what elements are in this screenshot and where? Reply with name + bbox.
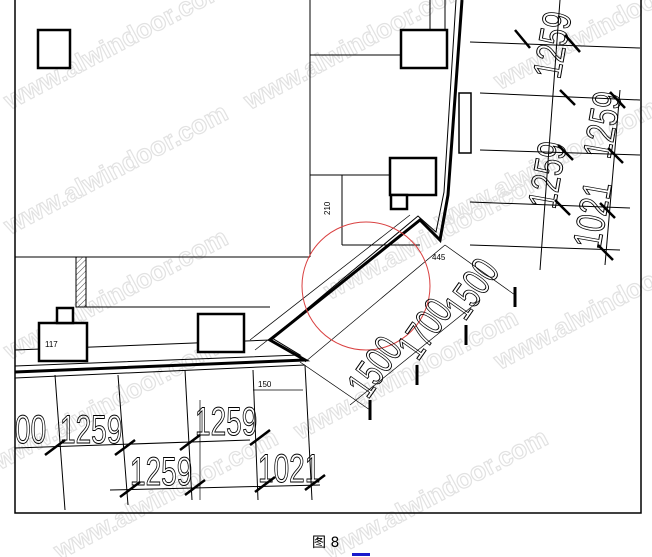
watermark: www.alwindoor.com <box>488 232 652 376</box>
watermark: www.alwindoor.com <box>0 97 233 241</box>
dimension-label: 1259 <box>520 138 575 211</box>
highlight-circle <box>301 221 431 351</box>
right-dimension-lines <box>469 0 641 271</box>
watermark: www.alwindoor.com <box>0 0 233 116</box>
dimension-label: 1259 <box>195 400 257 444</box>
small-dimension: 117 <box>45 340 58 349</box>
dimension-label: 1259 <box>575 88 630 161</box>
dimension-label: 1259 <box>525 8 580 81</box>
small-dimension: 150 <box>258 380 272 389</box>
dimension-label: 1259 <box>130 450 192 494</box>
small-dimension: 210 <box>323 201 332 215</box>
watermark: www.alwindoor.com <box>318 422 553 557</box>
curtain-wall <box>14 0 472 379</box>
columns <box>36 28 449 363</box>
dimension-label: 00 <box>15 408 46 452</box>
figure-caption: 图 8 <box>312 535 340 551</box>
dimension-label: 1259 <box>60 408 122 452</box>
bottom-dimension-lines <box>14 364 326 511</box>
drawing-frame <box>14 0 642 514</box>
dimension-label: 1021 <box>258 447 320 491</box>
small-dimension: 445 <box>432 253 446 262</box>
diagonal-dimension-ticks <box>368 287 517 420</box>
dimension-label: 1021 <box>565 178 620 251</box>
caption-link-marker <box>352 553 370 556</box>
corner-section-lines <box>199 214 516 500</box>
